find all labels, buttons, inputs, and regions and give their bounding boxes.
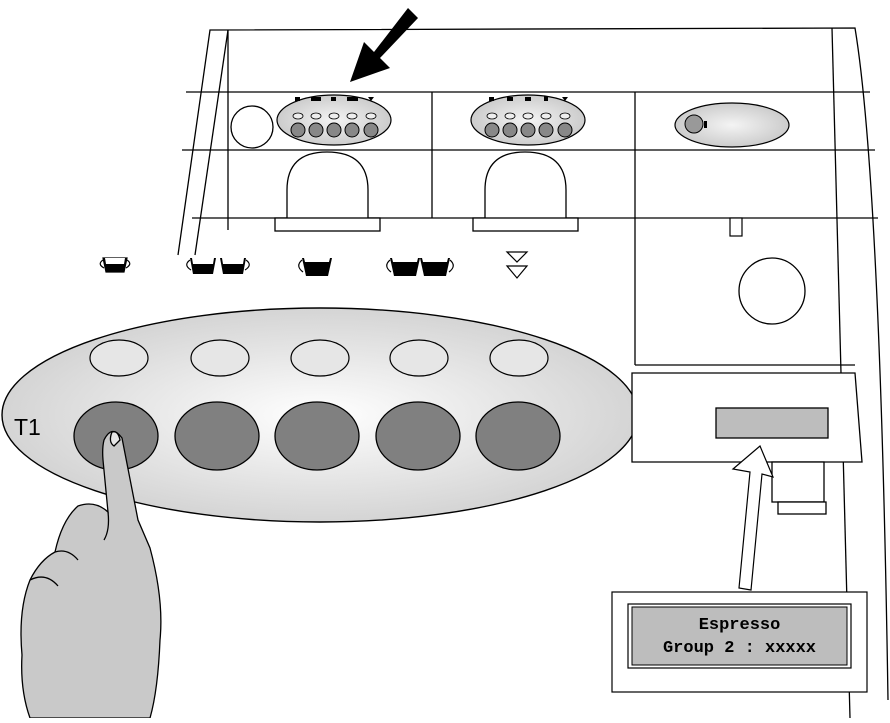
display-module (631, 372, 863, 515)
dose-button-5[interactable] (475, 401, 561, 471)
machine-display-window (715, 407, 829, 439)
button-label-t1: T1 (14, 414, 41, 440)
led-indicators (89, 339, 549, 377)
two-large-cups-icon (386, 258, 454, 276)
led-1 (89, 339, 149, 377)
display-callout (611, 591, 868, 693)
lcd-line-2: Group 2 : xxxxx (662, 639, 817, 658)
lcd-line-1: Espresso (698, 616, 781, 635)
steam-knob[interactable] (738, 257, 806, 325)
lcd-display: Espresso Group 2 : xxxxx (632, 607, 847, 665)
group-head-2 (472, 151, 579, 232)
continuous-flow-icon (505, 251, 529, 279)
callout-arrow-icon (731, 445, 775, 591)
steam-wand-stub (729, 217, 743, 237)
small-keypad-group-1 (276, 94, 392, 146)
one-large-cup-icon (298, 258, 332, 276)
machine-round-button[interactable] (230, 105, 274, 149)
pointing-arrow-icon (350, 8, 418, 82)
led-5 (489, 339, 549, 377)
led-3 (290, 339, 350, 377)
two-small-cups-icon (186, 258, 250, 274)
steam-control-panel (674, 102, 790, 148)
pointing-hand-icon (20, 430, 162, 719)
dose-buttons (73, 401, 561, 471)
one-small-cup-icon (99, 257, 131, 273)
led-2 (190, 339, 250, 377)
dose-button-3[interactable] (274, 401, 360, 471)
group-head-1 (274, 151, 381, 232)
dose-button-2[interactable] (174, 401, 260, 471)
led-4 (389, 339, 449, 377)
small-keypad-group-2 (470, 94, 586, 146)
dose-button-4[interactable] (375, 401, 461, 471)
